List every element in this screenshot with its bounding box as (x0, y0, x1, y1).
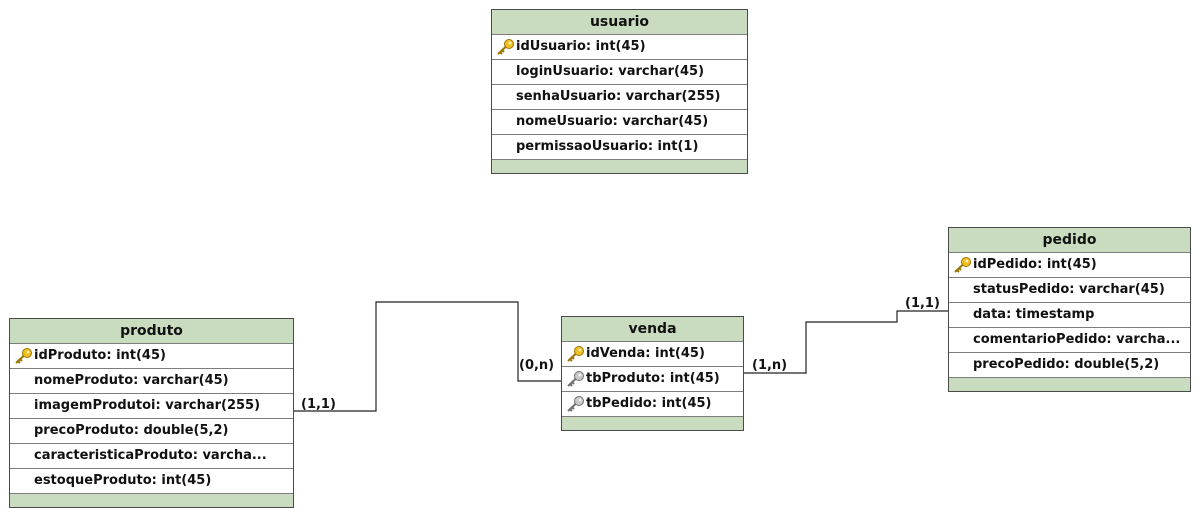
field-label: data: timestamp (973, 307, 1095, 322)
field-row[interactable]: idProduto: int(45) (10, 344, 293, 369)
primary-key-icon (497, 39, 514, 55)
entity-footer (562, 417, 743, 430)
field-label: senhaUsuario: varchar(255) (516, 89, 721, 104)
field-label: idPedido: int(45) (973, 257, 1097, 272)
field-label: idVenda: int(45) (586, 346, 705, 361)
field-label: caracteristicaProduto: varcha... (34, 448, 267, 463)
field-row[interactable]: tbProduto: int(45) (562, 367, 743, 392)
entity-produto[interactable]: produto idProduto: int(45) nomeProduto: … (9, 318, 294, 508)
primary-key-icon (15, 348, 32, 364)
entity-title: venda (562, 317, 743, 342)
field-row[interactable]: senhaUsuario: varchar(255) (492, 85, 747, 110)
produto-venda-line (290, 301, 561, 412)
field-row[interactable]: nomeProduto: varchar(45) (10, 369, 293, 394)
entity-usuario[interactable]: usuario idUsuario: int(45) loginUsuario:… (491, 9, 748, 174)
field-label: tbPedido: int(45) (586, 396, 712, 411)
entity-footer (10, 494, 293, 507)
field-label: statusPedido: varchar(45) (973, 282, 1165, 297)
field-label: idUsuario: int(45) (516, 39, 646, 54)
entity-pedido[interactable]: pedido idPedido: int(45) statusPedido: v… (948, 227, 1191, 392)
field-label: permissaoUsuario: int(1) (516, 139, 699, 154)
cardinality-produto: (1,1) (301, 397, 336, 412)
entity-footer (949, 378, 1190, 391)
entity-venda[interactable]: venda idVenda: int(45) tbProduto: int(45… (561, 316, 744, 431)
field-row[interactable]: statusPedido: varchar(45) (949, 278, 1190, 303)
primary-key-icon (567, 346, 584, 362)
field-label: precoPedido: double(5,2) (973, 357, 1160, 372)
field-row[interactable]: precoProduto: double(5,2) (10, 419, 293, 444)
field-row[interactable]: permissaoUsuario: int(1) (492, 135, 747, 160)
field-row[interactable]: tbPedido: int(45) (562, 392, 743, 417)
field-label: nomeProduto: varchar(45) (34, 373, 229, 388)
field-row[interactable]: imagemProdutoi: varchar(255) (10, 394, 293, 419)
field-row[interactable]: loginUsuario: varchar(45) (492, 60, 747, 85)
venda-pedido-line (744, 310, 948, 374)
foreign-key-icon (567, 396, 584, 412)
field-label: idProduto: int(45) (34, 348, 166, 363)
entity-title: pedido (949, 228, 1190, 253)
field-label: imagemProdutoi: varchar(255) (34, 398, 261, 413)
field-row[interactable]: caracteristicaProduto: varcha... (10, 444, 293, 469)
field-row[interactable]: idPedido: int(45) (949, 253, 1190, 278)
field-row[interactable]: data: timestamp (949, 303, 1190, 328)
field-row[interactable]: precoPedido: double(5,2) (949, 353, 1190, 378)
field-row[interactable]: estoqueProduto: int(45) (10, 469, 293, 494)
field-label: precoProduto: double(5,2) (34, 423, 229, 438)
field-row[interactable]: idVenda: int(45) (562, 342, 743, 367)
cardinality-venda-right: (1,n) (752, 358, 788, 373)
field-label: tbProduto: int(45) (586, 371, 720, 386)
foreign-key-icon (567, 371, 584, 387)
cardinality-pedido: (1,1) (905, 296, 940, 311)
field-label: estoqueProduto: int(45) (34, 473, 212, 488)
cardinality-venda-left: (0,n) (519, 358, 555, 373)
field-row[interactable]: nomeUsuario: varchar(45) (492, 110, 747, 135)
primary-key-icon (954, 257, 971, 273)
field-row[interactable]: comentarioPedido: varcha... (949, 328, 1190, 353)
entity-footer (492, 160, 747, 173)
field-label: nomeUsuario: varchar(45) (516, 114, 709, 129)
entity-title: usuario (492, 10, 747, 35)
field-row[interactable]: idUsuario: int(45) (492, 35, 747, 60)
entity-title: produto (10, 319, 293, 344)
field-label: loginUsuario: varchar(45) (516, 64, 705, 79)
field-label: comentarioPedido: varcha... (973, 332, 1181, 347)
